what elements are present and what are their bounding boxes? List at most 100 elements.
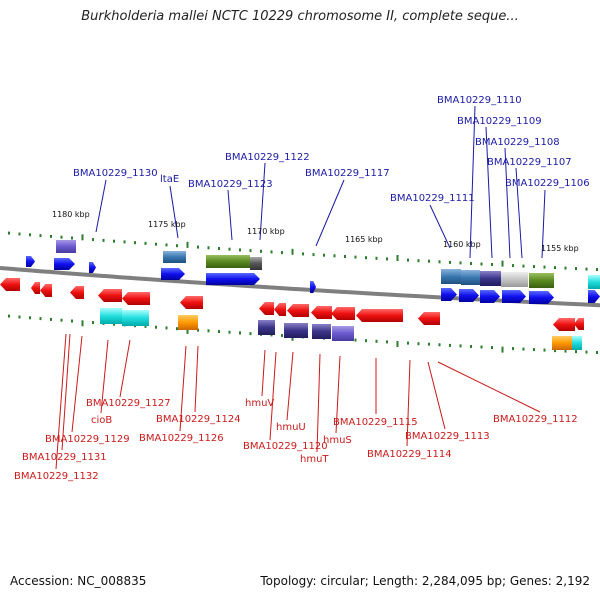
tick-mark-top [281,251,283,255]
leader-line-top [469,105,476,259]
tick-mark-bottom [60,318,63,322]
gene-label-bma10229-1126[interactable]: BMA10229_1126 [139,433,224,444]
gene-label-bma10229-1127[interactable]: BMA10229_1127 [86,398,171,409]
gene-label-bma10229-1132[interactable]: BMA10229_1132 [14,471,99,482]
gene-feature [259,302,274,315]
tick-label-1155: 1155 kbp [541,244,579,253]
gene-features [0,240,600,350]
gene-label-bma10229-1130[interactable]: BMA10229_1130 [73,168,158,179]
tick-mark-bottom [228,330,231,334]
leader-line-bottom [179,345,187,432]
gene-label-hmuu[interactable]: hmuU [276,422,306,433]
tick-mark-bottom [512,347,514,351]
gene-label-bma10229-1131[interactable]: BMA10229_1131 [22,452,107,463]
tick-mark-bottom [354,338,357,342]
tick-mark-bottom [29,316,31,320]
gene-label-hmuv[interactable]: hmuV [245,398,274,409]
tick-mark-top [207,246,210,250]
gene-feature [206,273,260,285]
gene-feature [480,271,501,286]
gene-label-bma10229-1106[interactable]: BMA10229_1106 [505,178,590,189]
gene-feature [529,291,554,304]
gene-label-bma10229-1111[interactable]: BMA10229_1111 [390,193,475,204]
gene-feature [98,289,122,302]
gene-label-bma10229-1110[interactable]: BMA10229_1110 [437,95,522,106]
leader-line-top [95,179,107,233]
gene-feature [70,286,84,299]
tick-mark-top [155,242,157,246]
tick-mark-bottom [396,341,399,347]
tick-mark-bottom [365,339,367,343]
gene-feature [332,326,354,341]
gene-label-bma10229-1117[interactable]: BMA10229_1117 [305,168,390,179]
tick-mark-bottom [386,340,388,344]
tick-mark-bottom [554,349,556,353]
gene-feature [163,251,186,263]
tick-mark-top [522,264,525,268]
leader-line-bottom [55,333,67,470]
label-leader-lines [55,105,546,470]
gene-label-bma10229-1107[interactable]: BMA10229_1107 [487,157,572,168]
tick-label-1165: 1165 kbp [345,235,383,244]
tick-mark-bottom [92,321,94,325]
tick-mark-bottom [113,322,115,326]
tick-mark-top [470,262,472,265]
tick-mark-top [386,257,388,261]
tick-mark-top [575,267,577,271]
gene-feature [89,262,96,273]
tick-mark-bottom [438,343,441,347]
gene-label-ltae[interactable]: ltaE [160,174,179,185]
tick-mark-bottom [491,346,493,349]
leader-line-bottom [61,333,71,451]
tick-mark-top [438,260,441,264]
leader-line-top [504,147,511,259]
topology-summary: Topology: circular; Length: 2,284,095 bp… [260,574,590,588]
leader-line-bottom [119,339,131,398]
leader-line-bottom [261,349,266,397]
gene-label-hmut[interactable]: hmuT [300,454,329,465]
tick-mark-bottom [249,332,252,336]
leader-line-bottom [437,361,541,413]
tick-mark-top [428,259,430,263]
gene-feature [461,270,480,285]
tick-label-1180: 1180 kbp [52,210,90,219]
gene-label-ciob[interactable]: cioB [91,415,112,426]
gene-feature [502,290,526,303]
gene-label-bma10229-1108[interactable]: BMA10229_1108 [475,137,560,148]
gene-label-bma10229-1122[interactable]: BMA10229_1122 [225,152,310,163]
leader-line-bottom [286,351,294,421]
gene-label-bma10229-1129[interactable]: BMA10229_1129 [45,434,130,445]
tick-mark-bottom [207,329,210,333]
tick-mark-top [239,248,241,252]
tick-mark-top [228,247,231,251]
tick-mark-top [81,234,84,241]
tick-mark-top [249,249,252,253]
tick-mark-top [29,233,31,237]
tick-mark-top [375,256,378,260]
gene-label-hmus[interactable]: hmuS [323,435,352,446]
gene-label-bma10229-1109[interactable]: BMA10229_1109 [457,116,542,127]
gene-label-bma10229-1123[interactable]: BMA10229_1123 [188,179,273,190]
gene-label-bma10229-1124[interactable]: BMA10229_1124 [156,414,241,425]
tick-mark-top [449,260,451,264]
leader-line-bottom [100,339,109,414]
gene-label-bma10229-1114[interactable]: BMA10229_1114 [367,449,452,460]
leader-line-top [169,185,179,239]
leader-line-top [515,167,523,259]
gene-feature [100,308,122,324]
tick-mark-bottom [39,317,42,321]
tick-mark-top [176,244,178,248]
gene-feature [312,324,331,339]
gene-label-bma10229-1112[interactable]: BMA10229_1112 [493,414,578,425]
gene-feature [552,336,572,350]
gene-label-bma10229-1120[interactable]: BMA10229_1120 [243,441,328,452]
leader-line-bottom [335,355,341,434]
tick-mark-bottom [533,348,535,352]
tick-mark-top [291,248,294,255]
tick-mark-top [165,243,168,247]
gene-feature [588,290,600,303]
gene-feature [161,268,185,280]
gene-label-bma10229-1115[interactable]: BMA10229_1115 [333,417,418,428]
gene-label-bma10229-1113[interactable]: BMA10229_1113 [405,431,490,442]
tick-label-1160: 1160 kbp [443,240,481,249]
